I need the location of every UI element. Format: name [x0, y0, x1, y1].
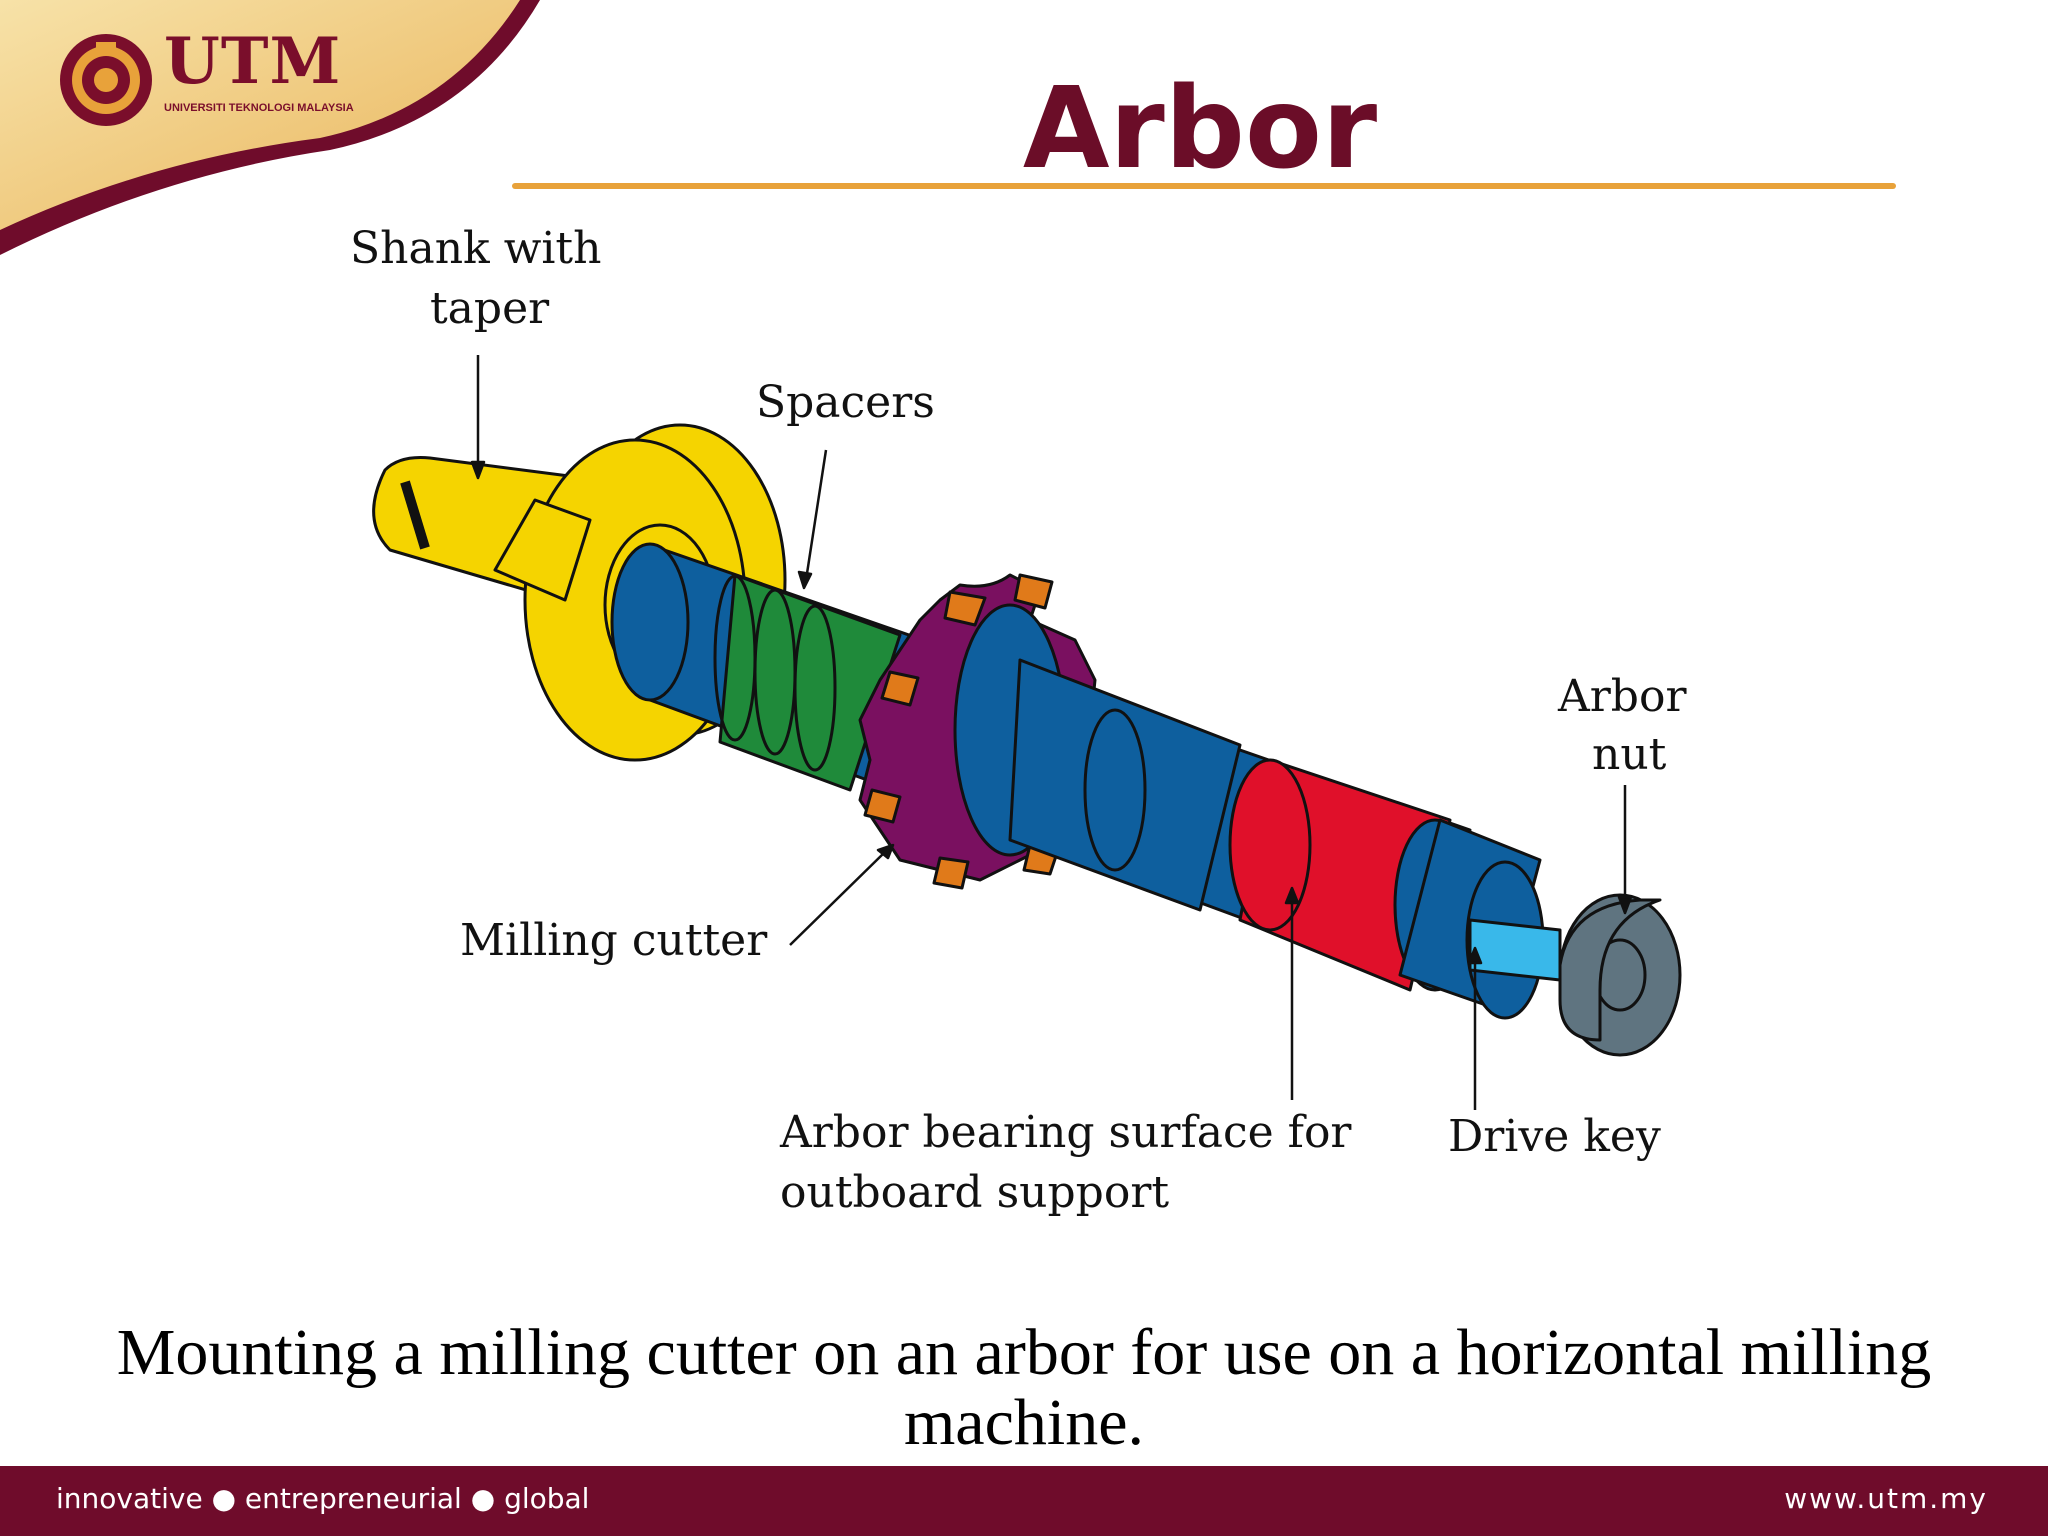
- label-bearing-line1: Arbor bearing surface for: [780, 1107, 1352, 1158]
- title-underline: [512, 183, 1896, 189]
- spacers: [713, 573, 902, 792]
- logo-text: UTM: [164, 24, 342, 99]
- figure-caption: Mounting a milling cutter on an arbor fo…: [116, 1316, 1932, 1459]
- drive-key: [1393, 818, 1562, 1020]
- label-arbor-nut-line1: Arbor: [1558, 671, 1687, 722]
- arbor-shaft-front: [1008, 658, 1242, 912]
- footer-url[interactable]: www.utm.my: [1784, 1482, 1988, 1515]
- utm-logo: UTM UNIVERSITI TEKNOLOGI MALAYSIA: [56, 24, 356, 130]
- label-drive-key: Drive key: [1448, 1111, 1661, 1162]
- label-shank-line1: Shank with: [350, 223, 602, 274]
- slide-title: Arbor: [1022, 64, 1378, 194]
- arbor-nut: [1558, 893, 1682, 1057]
- label-arbor-nut-line2: nut: [1592, 729, 1667, 780]
- logo-subtitle: UNIVERSITI TEKNOLOGI MALAYSIA: [164, 102, 354, 114]
- footer-bar: innovative ● entrepreneurial ● global ww…: [0, 1466, 2048, 1536]
- label-shank-line2: taper: [430, 283, 550, 334]
- label-bearing-line2: outboard support: [780, 1167, 1170, 1218]
- footer-tagline: innovative ● entrepreneurial ● global: [56, 1482, 590, 1515]
- utm-crest-icon: [60, 34, 152, 126]
- label-milling-cutter: Milling cutter: [460, 915, 768, 966]
- label-spacers: Spacers: [756, 377, 935, 428]
- leader-lines: [470, 355, 1633, 1110]
